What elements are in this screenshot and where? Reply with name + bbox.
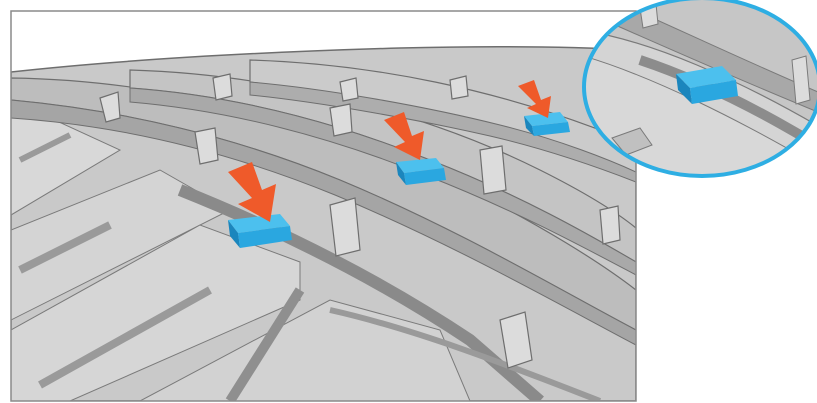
tread-view — [11, 11, 636, 401]
